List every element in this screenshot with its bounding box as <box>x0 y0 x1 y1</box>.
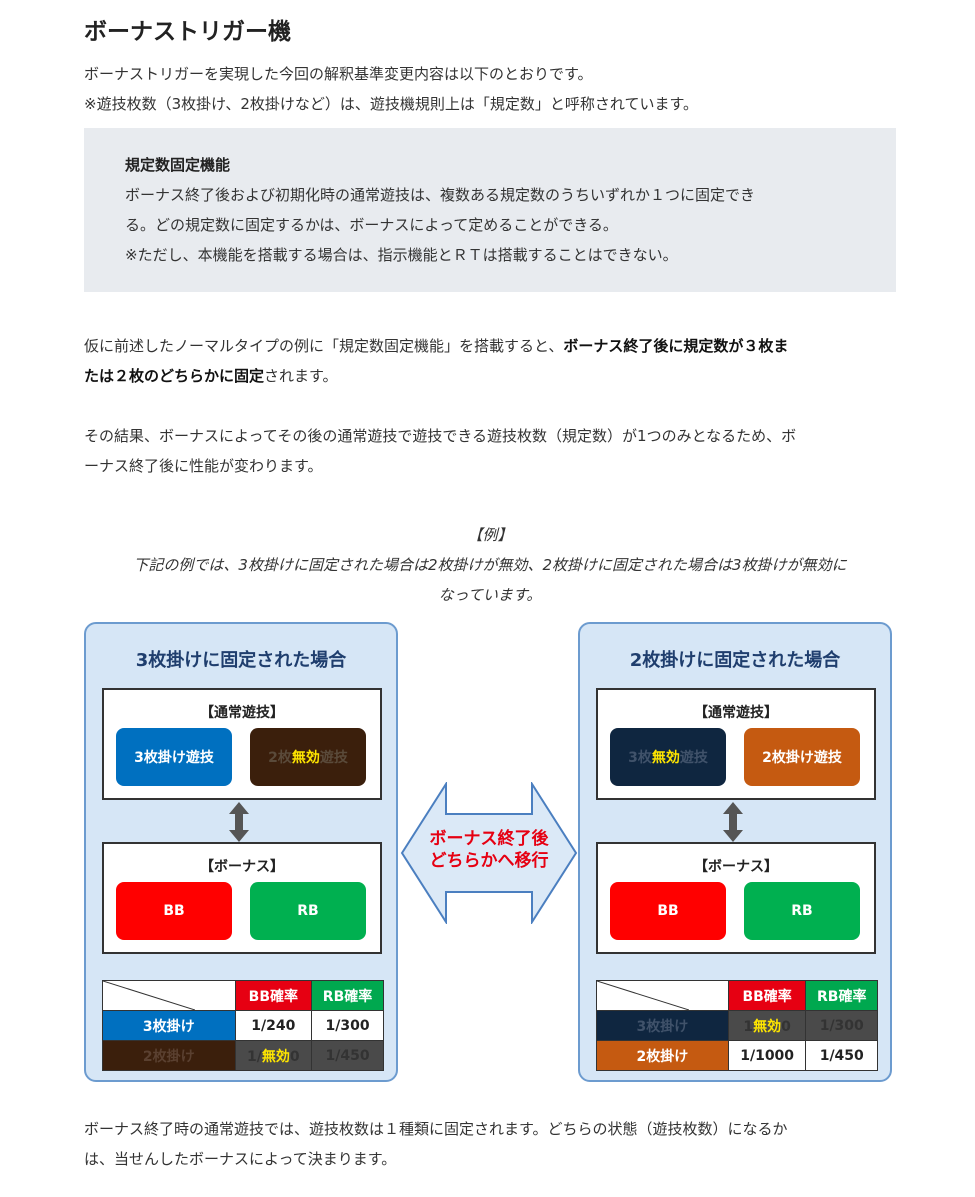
cell-rb-value: 1/450 <box>805 1040 878 1071</box>
cell-text-c: 0 <box>289 1048 300 1065</box>
note-title: 規定数固定機能 <box>125 156 231 174</box>
normal-play-label: 【通常遊技】 <box>694 705 778 721</box>
para1-pre: 仮に前述したノーマルタイプの例に「規定数固定機能」を搭載すると、 <box>84 337 564 355</box>
transition-label: ボーナス終了後 どちらかへ移行 <box>400 828 578 872</box>
rb-chip: RB <box>250 882 366 940</box>
row-3-bet-label: 3枚掛け <box>596 1010 729 1041</box>
intro-line-2: ※遊技枚数（3枚掛け、2枚掛けなど）は、遊技機規則上は「規定数」と呼称されていま… <box>84 95 698 113</box>
note-line-3: ※ただし、本機能を搭載する場合は、指示機能とＲＴは搭載することはできない。 <box>125 246 678 264</box>
header-bb-prob: BB確率 <box>234 980 313 1011</box>
cell-rb-value: 1/300 <box>805 1010 878 1041</box>
cell-bb-disabled: 1無効0 <box>727 1010 807 1041</box>
paragraph-3: ボーナス終了時の通常遊技では、遊技枚数は１種類に固定されます。どちらの状態（遊技… <box>84 1114 896 1174</box>
diagonal-line <box>597 981 689 1010</box>
note-line-1: ボーナス終了後および初期化時の通常遊技は、複数ある規定数のうちいずれか１つに固定… <box>125 186 756 204</box>
row-3-bet-label: 3枚掛け <box>102 1010 236 1041</box>
para3-line-2: は、当せんしたボーナスによって決まります。 <box>84 1150 397 1168</box>
chip-text-c: 遊技 <box>679 750 708 766</box>
para1-post: されます。 <box>264 367 338 385</box>
double-arrow-horizontal-icon <box>400 782 578 924</box>
bonus-label: 【ボーナス】 <box>694 859 778 875</box>
chip-text-a: 2枚 <box>268 750 292 766</box>
chip-text-a: 3枚 <box>628 750 652 766</box>
table-corner <box>102 980 236 1011</box>
bonus-box: 【ボーナス】 BB RB <box>596 842 876 954</box>
cell-bb-disabled: 1/無効0 <box>234 1040 313 1071</box>
example-line-2: なっています。 <box>438 586 542 604</box>
para1-bold-2: たは２枚のどちらかに固定 <box>84 367 265 385</box>
chip-disabled-text: 無効 <box>651 750 680 766</box>
bonus-label: 【ボーナス】 <box>200 859 284 875</box>
para1-bold-1: ボーナス終了後に規定数が３枚ま <box>563 337 789 355</box>
row-2-bet-label: 2枚掛け <box>596 1040 729 1071</box>
panel-title: 3枚掛けに固定された場合 <box>135 650 347 671</box>
panel-2-bet-fixed: 2枚掛けに固定された場合 【通常遊技】 3枚無効遊技 2枚掛け遊技 【ボーナス】… <box>578 622 892 1082</box>
transition-line-2: どちらかへ移行 <box>429 851 549 871</box>
3-bet-play-chip: 3枚掛け遊技 <box>116 728 232 786</box>
bonus-box: 【ボーナス】 BB RB <box>102 842 382 954</box>
header-bb-prob: BB確率 <box>727 980 807 1011</box>
cell-rb-value: 1/450 <box>311 1040 384 1071</box>
chip-disabled-text: 無効 <box>291 750 320 766</box>
para3-line-1: ボーナス終了時の通常遊技では、遊技枚数は１種類に固定されます。どちらの状態（遊技… <box>84 1120 788 1138</box>
3-bet-disabled-chip: 3枚無効遊技 <box>610 728 726 786</box>
intro-line-1: ボーナストリガーを実現した今回の解釈基準変更内容は以下のとおりです。 <box>84 65 593 83</box>
row-2-bet-label: 2枚掛け <box>102 1040 236 1071</box>
diagonal-line <box>103 981 195 1010</box>
paragraph-2: その結果、ボーナスによってその後の通常遊技で遊技できる遊技枚数（規定数）が1つの… <box>84 421 896 481</box>
bb-chip: BB <box>610 882 726 940</box>
probability-table: BB確率 RB確率 3枚掛け 1無効0 1/300 2枚掛け 1/1000 1/… <box>596 980 878 1071</box>
example-line-1: 下記の例では、3枚掛けに固定された場合は2枚掛けが無効、2枚掛けに固定された場合… <box>133 556 847 574</box>
double-arrow-vertical-icon <box>723 802 743 842</box>
paragraph-1: 仮に前述したノーマルタイプの例に「規定数固定機能」を搭載すると、ボーナス終了後に… <box>84 331 896 391</box>
normal-play-label: 【通常遊技】 <box>200 705 284 721</box>
section-heading: ボーナストリガー機 <box>84 19 291 45</box>
cell-text-c: 0 <box>781 1018 791 1035</box>
normal-play-box: 【通常遊技】 3枚無効遊技 2枚掛け遊技 <box>596 688 876 800</box>
cell-bb-value: 1/1000 <box>727 1040 807 1071</box>
bb-chip: BB <box>116 882 232 940</box>
rb-chip: RB <box>744 882 860 940</box>
cell-bb-value: 1/240 <box>234 1010 313 1041</box>
cell-text-a: 1 <box>743 1018 754 1035</box>
header-rb-prob: RB確率 <box>311 980 384 1011</box>
transition-line-1: ボーナス終了後 <box>429 829 549 849</box>
normal-play-box: 【通常遊技】 3枚掛け遊技 2枚無効遊技 <box>102 688 382 800</box>
cell-rb-value: 1/300 <box>311 1010 384 1041</box>
rule-note-box: 規定数固定機能 ボーナス終了後および初期化時の通常遊技は、複数ある規定数のうちい… <box>84 128 896 292</box>
note-line-2: る。どの規定数に固定するかは、ボーナスによって定めることができる。 <box>125 216 618 234</box>
table-corner <box>596 980 729 1011</box>
cell-disabled-text: 無効 <box>753 1018 782 1035</box>
bonus-trigger-diagram: 3枚掛けに固定された場合 【通常遊技】 3枚掛け遊技 2枚無効遊技 【ボーナス】… <box>84 622 896 1084</box>
panel-3-bet-fixed: 3枚掛けに固定された場合 【通常遊技】 3枚掛け遊技 2枚無効遊技 【ボーナス】… <box>84 622 398 1082</box>
example-label: 【例】 <box>467 526 513 544</box>
para2-line-1: その結果、ボーナスによってその後の通常遊技で遊技できる遊技枚数（規定数）が1つの… <box>84 427 797 445</box>
probability-table: BB確率 RB確率 3枚掛け 1/240 1/300 2枚掛け 1/無効0 1/… <box>102 980 384 1071</box>
double-arrow-vertical-icon <box>229 802 249 842</box>
2-bet-disabled-chip: 2枚無効遊技 <box>250 728 366 786</box>
cell-text-a: 1/ <box>247 1048 262 1065</box>
chip-text-c: 遊技 <box>319 750 348 766</box>
header-rb-prob: RB確率 <box>805 980 878 1011</box>
cell-disabled-text: 無効 <box>261 1048 290 1065</box>
panel-title: 2枚掛けに固定された場合 <box>629 650 841 671</box>
2-bet-play-chip: 2枚掛け遊技 <box>744 728 860 786</box>
para2-line-2: ーナス終了後に性能が変わります。 <box>84 457 323 475</box>
